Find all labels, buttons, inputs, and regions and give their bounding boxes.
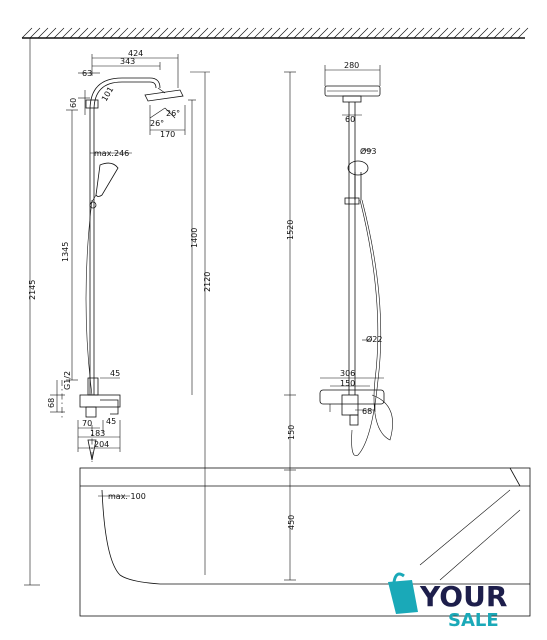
dimension-label-d26b: 26° xyxy=(150,119,164,128)
yoursale-logo: YOUR SALE xyxy=(388,572,507,631)
dimension-label-d93: Ø93 xyxy=(360,146,376,156)
dimension-label-d1520: 1520 xyxy=(286,220,295,240)
dimension-label-d424: 424 xyxy=(128,49,143,58)
dimension-label-d150b: 150 xyxy=(287,425,296,440)
dimension-label-d63: 63 xyxy=(82,69,92,78)
side-view xyxy=(24,38,210,586)
dimension-label-d343: 343 xyxy=(120,57,135,66)
bathtub xyxy=(79,467,531,617)
dimension-label-d45b: 45 xyxy=(106,417,116,426)
ceiling xyxy=(21,27,529,39)
dimension-label-d70: 70 xyxy=(82,419,92,428)
dimension-label-d68a: 68 xyxy=(47,398,56,408)
dimension-label-d1400: 1400 xyxy=(190,228,199,248)
dimension-label-d280: 280 xyxy=(344,61,359,70)
dimension-label-d60a: 60 xyxy=(69,98,78,108)
shopping-bag-icon xyxy=(388,580,418,614)
logo-word-your: YOUR xyxy=(419,580,507,613)
dimension-label-dG12: G1/2 xyxy=(63,371,72,390)
dimension-label-d183: 183 xyxy=(90,429,105,438)
dimension-label-d22: Ø22 xyxy=(366,334,382,344)
dimension-label-dmax246: max.246 xyxy=(94,149,129,158)
dimension-label-d150a: 150 xyxy=(340,379,355,388)
dimension-label-d306: 306 xyxy=(340,369,355,378)
dimension-label-d1345: 1345 xyxy=(61,242,70,262)
dimension-label-d60b: 60 xyxy=(345,115,355,124)
dimension-label-d204: 204 xyxy=(94,440,109,449)
dimension-label-d2145: 2145 xyxy=(28,280,37,300)
logo-word-sale: SALE xyxy=(448,610,499,631)
dimension-label-d2120: 2120 xyxy=(203,272,212,292)
dimension-label-dmax100: max. 100 xyxy=(108,492,146,501)
dimension-label-d170: 170 xyxy=(160,130,175,139)
dimension-label-d68b: 68 xyxy=(362,407,372,416)
front-view xyxy=(284,65,393,581)
dimension-label-d26a: 26° xyxy=(166,109,180,118)
dimension-label-d45: 45 xyxy=(110,369,120,378)
dimension-label-d450: 450 xyxy=(287,515,296,530)
